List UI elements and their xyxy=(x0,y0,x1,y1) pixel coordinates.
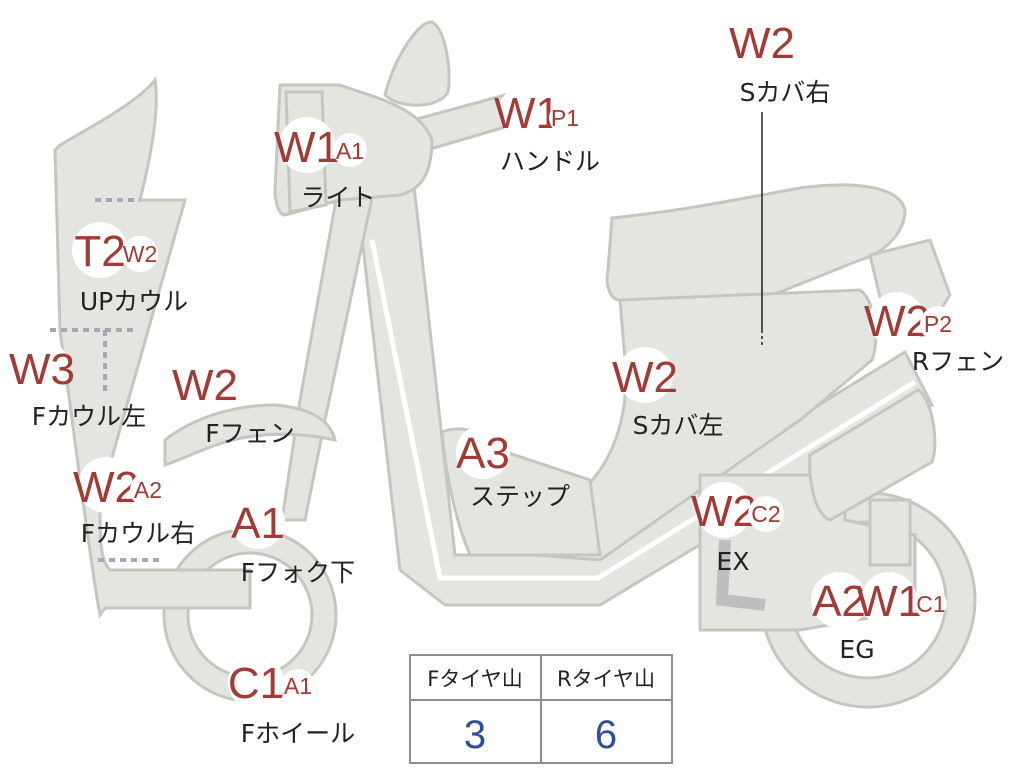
part-label: Fカウル右 xyxy=(81,519,195,548)
part-step: A3 ステップ xyxy=(456,425,570,511)
part-label: Rフェン xyxy=(912,347,1004,376)
grade-badge-small xyxy=(281,669,315,703)
grade-badge xyxy=(72,222,128,278)
grade-w2: W2 xyxy=(172,361,238,410)
part-s-cover-right: W2 Sカバ右 xyxy=(729,19,830,107)
grade-a3: A3 xyxy=(456,429,510,478)
grade-w2: W2 xyxy=(73,463,139,512)
grade-badge xyxy=(861,572,917,628)
grade-badge-small xyxy=(748,496,784,532)
grade-p1: P1 xyxy=(551,105,579,131)
part-f-fork-lower: A1 Fフォク下 xyxy=(231,495,355,587)
grade-badge xyxy=(869,292,925,348)
part-label: Fホイール xyxy=(241,719,355,748)
grade-c1: C1 xyxy=(916,591,945,617)
grade-badge xyxy=(696,482,752,538)
grade-a1: A1 xyxy=(336,138,364,164)
part-r-fender: W2 P2 Rフェン xyxy=(864,292,1004,376)
grade-badge-small xyxy=(915,588,947,620)
rear-shock xyxy=(868,498,912,567)
grade-w1: W1 xyxy=(274,123,340,172)
grade-a2: A2 xyxy=(812,577,866,626)
grade-badge xyxy=(617,347,673,403)
grade-badge xyxy=(14,340,70,396)
grade-a1: A1 xyxy=(284,673,312,699)
grade-w2: W2 xyxy=(864,297,930,346)
part-eg: A2 W1 C1 EG xyxy=(811,572,947,664)
grade-c1: C1 xyxy=(228,659,284,708)
grade-badge-small xyxy=(333,133,367,167)
value-front-tire: 3 xyxy=(464,713,486,757)
header-rear-tire: Rタイヤ山 xyxy=(557,667,655,691)
tire-tread-table: Fタイヤ山 Rタイヤ山 3 6 xyxy=(409,654,673,764)
grade-badge xyxy=(228,654,284,710)
part-label: Fフォク下 xyxy=(241,558,355,587)
part-f-wheel: C1 A1 Fホイール xyxy=(228,654,355,748)
grade-badge xyxy=(231,495,285,549)
grade-a1: A1 xyxy=(231,499,285,548)
seat xyxy=(605,183,907,302)
part-f-cowl-left: W3 Fカウル左 xyxy=(9,340,146,431)
grade-a2: A2 xyxy=(134,477,162,503)
grade-badge xyxy=(177,355,233,411)
grade-w2: W2 xyxy=(123,241,158,267)
mirror xyxy=(383,20,451,107)
exhaust-pipe xyxy=(715,539,766,611)
grade-badge xyxy=(456,425,510,479)
grade-badge-small xyxy=(549,102,581,134)
grade-badge-small xyxy=(920,306,956,342)
part-label: EG xyxy=(839,635,874,664)
grade-w1: W1 xyxy=(494,89,560,138)
grade-t2: T2 xyxy=(74,227,125,276)
part-ex: W2 C2 EX xyxy=(691,482,784,576)
part-handle: W1 P1 ハンドル xyxy=(494,84,600,176)
part-label: ライト xyxy=(300,183,375,212)
grade-badge xyxy=(279,117,335,173)
part-label: EX xyxy=(717,547,750,576)
part-label: UPカウル xyxy=(80,287,188,316)
cowl-seams xyxy=(50,198,160,562)
grade-w2: W2 xyxy=(691,487,757,536)
grade-w2: W2 xyxy=(729,19,795,68)
part-f-fender: W2 Fフェン xyxy=(172,355,295,448)
part-label: ハンドル xyxy=(500,147,600,176)
grade-c2: C2 xyxy=(751,501,780,527)
part-label: Sカバ右 xyxy=(740,78,831,107)
part-s-cover-left: W2 Sカバ左 xyxy=(612,347,723,440)
muffler xyxy=(808,388,937,522)
part-f-cowl-right: W2 A2 Fカウル右 xyxy=(73,457,195,548)
part-label: Sカバ左 xyxy=(633,411,724,440)
grade-badge xyxy=(811,572,867,628)
grade-w3: W3 xyxy=(9,345,75,394)
part-up-cowl: T2 W2 UPカウル xyxy=(72,222,188,316)
value-rear-tire: 6 xyxy=(595,713,617,757)
grade-w1: W1 xyxy=(856,577,922,626)
part-label: Fカウル左 xyxy=(32,402,146,431)
grade-badge xyxy=(78,457,134,513)
front-fender xyxy=(163,403,338,468)
grade-badge xyxy=(499,84,555,140)
part-light: W1 A1 ライト xyxy=(274,117,376,212)
grade-w2: W2 xyxy=(612,353,678,402)
part-label: Fフェン xyxy=(205,419,294,448)
grade-badge-small xyxy=(130,472,166,508)
grade-p2: P2 xyxy=(924,311,952,337)
part-label: ステップ xyxy=(470,482,570,511)
grade-badge-small xyxy=(122,236,158,272)
header-front-tire: Fタイヤ山 xyxy=(427,667,522,691)
